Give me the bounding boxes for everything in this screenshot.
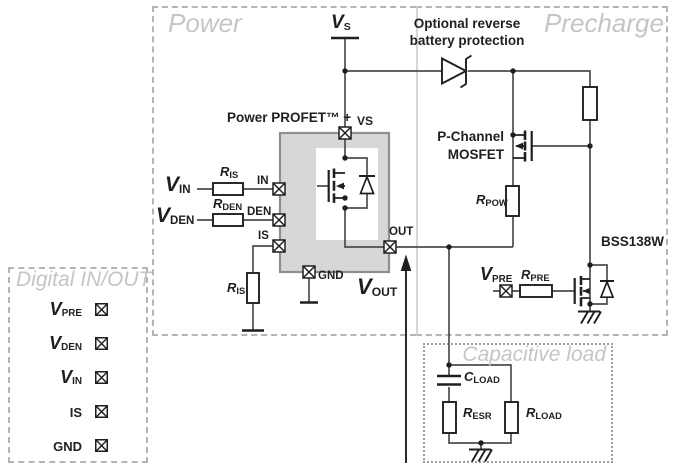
- legend-pin-terminal-icon: [95, 404, 108, 418]
- pin-terminal-is-icon: [272, 239, 286, 253]
- pin-label-is: IS: [258, 230, 269, 242]
- pchannel-line2: MOSFET: [447, 147, 504, 163]
- rden-label: RDEN: [213, 196, 243, 212]
- vs-sub: S: [343, 21, 351, 33]
- ris-sense-label: RIS: [227, 280, 246, 296]
- resistor-rpow: [505, 185, 520, 217]
- wires: [197, 38, 608, 450]
- reverse-protection-diode-icon: [441, 54, 473, 89]
- legend-vpre-label: VPRE: [49, 298, 82, 320]
- reverse-protection-line2: battery protection: [409, 32, 525, 48]
- components: [212, 36, 615, 463]
- pchannel-line1: P-Channel: [437, 129, 504, 144]
- legend-row-vden: VDEN: [8, 332, 108, 354]
- legend-gnd-label: GND: [53, 438, 82, 454]
- digital-io-legend-box: [8, 267, 148, 463]
- pin-label-gnd: GND: [318, 270, 344, 282]
- pin-terminal-gnd-icon: [302, 265, 316, 279]
- pin-label-out: OUT: [389, 226, 414, 238]
- power-section-box: [152, 6, 416, 336]
- pin-terminals: [272, 126, 513, 298]
- precharge-section-box: [416, 6, 668, 336]
- pchannel-annotation: P-Channel MOSFET: [428, 128, 504, 164]
- capacitor-cload-icon: [437, 374, 461, 386]
- resistor-rden: [212, 213, 244, 227]
- power-section-title: Power: [168, 8, 242, 38]
- reverse-protection-line1: Optional reverse: [413, 16, 521, 31]
- vpre-label: VPRE: [480, 264, 513, 285]
- pin-terminal-den-icon: [272, 213, 286, 227]
- rload-label: RLOAD: [526, 405, 562, 421]
- ground-earth-capload-icon: [469, 448, 493, 462]
- legend-pin-terminal-icon: [95, 302, 108, 316]
- resr-label: RESR: [463, 405, 492, 421]
- resistor-ris-sense: [246, 272, 260, 304]
- capacitive-load-section-title: Capacitive load: [462, 343, 606, 366]
- resistor-resr: [442, 401, 457, 434]
- legend-pin-terminal-icon: [95, 438, 108, 452]
- pin-terminal-vs-icon: [338, 126, 352, 140]
- precharge-section-title: Precharge: [544, 8, 664, 38]
- vden-label: VDEN: [156, 204, 195, 228]
- pin-label-vs: VS: [357, 114, 374, 128]
- resistors: [212, 86, 598, 434]
- resistor-rpre: [519, 284, 553, 298]
- legend-row-vpre: VPRE: [8, 298, 108, 320]
- ground-earth-bss-icon: [578, 310, 602, 324]
- cload-label: CLOAD: [464, 369, 500, 385]
- legend-is-label: IS: [69, 404, 82, 420]
- reverse-protection-annotation: Optional reverse battery protection: [400, 16, 534, 50]
- junction-dots: [342, 68, 593, 446]
- rpre-label: RPRE: [521, 267, 550, 283]
- pchannel-mosfet-icon: [513, 130, 533, 162]
- chip-mosfet-icon: [327, 168, 375, 203]
- bss138w-label: BSS138W: [601, 234, 665, 249]
- ris-in-label: RIS: [220, 164, 239, 180]
- vs-supply-label: VS: [331, 12, 351, 33]
- vin-label: VIN: [165, 173, 191, 197]
- resistor-ris-in: [212, 182, 244, 196]
- pin-label-in: IN: [257, 175, 269, 187]
- pin-terminal-in-icon: [272, 182, 286, 196]
- legend-row-vin: VIN: [8, 366, 108, 388]
- vout-label: VOUT: [357, 274, 398, 300]
- vs-base: V: [331, 12, 344, 33]
- legend-pin-terminal-icon: [95, 336, 108, 350]
- bss138w-mosfet-icon: [573, 276, 615, 307]
- legend-pin-terminal-icon: [95, 370, 108, 384]
- pin-label-den: DEN: [247, 206, 272, 218]
- capacitive-load-section-box: [423, 343, 613, 463]
- legend-row-gnd: GND: [8, 436, 108, 454]
- pin-terminal-out-icon: [383, 240, 397, 254]
- rpow-label: RPOW: [476, 192, 508, 208]
- digital-io-legend-title: Digital IN/OUT: [16, 268, 152, 291]
- pin-terminal-vpre-icon: [499, 284, 513, 298]
- resistor-rload: [504, 401, 519, 434]
- resistor-gate-pullup: [582, 86, 598, 121]
- vout-arrow: [400, 254, 412, 463]
- chip-title: Power PROFET™ +: [227, 110, 352, 125]
- legend-vin-label: VIN: [60, 366, 82, 388]
- legend-vden-label: VDEN: [49, 332, 82, 354]
- legend-row-is: IS: [8, 402, 108, 420]
